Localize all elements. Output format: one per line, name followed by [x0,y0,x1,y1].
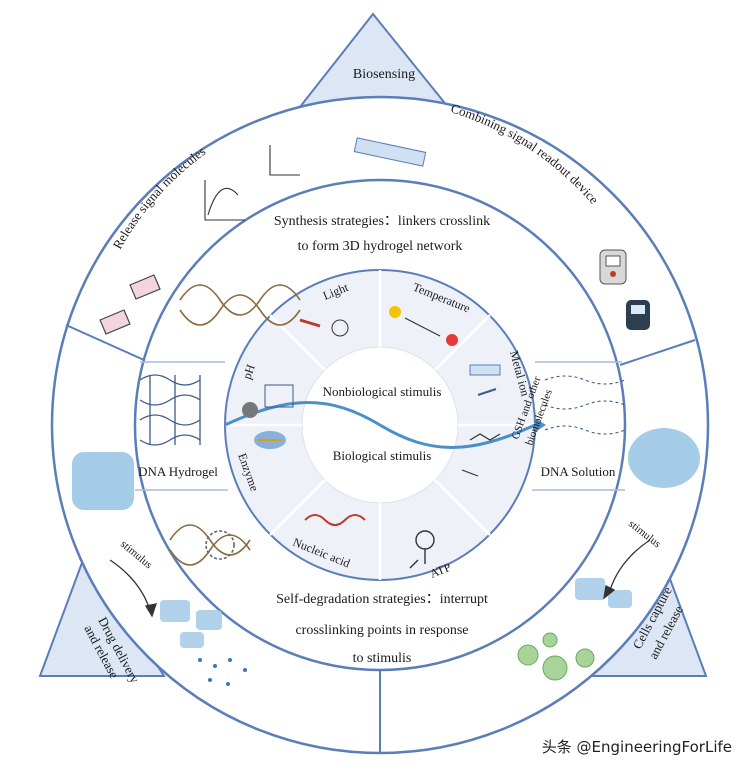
cell-fragments-icon [575,578,632,608]
degradation-line3: to stimulis [353,651,412,666]
center-label-nonbiological: Nonbiological stimulis [323,384,442,399]
inner-spokes [225,270,535,580]
stimulus-arrow-left [109,559,157,618]
hydrogel-blob-right-icon [628,428,700,488]
center-wave-arrow [224,401,536,449]
dna-solution-icon [544,375,626,435]
temperature-icon [389,306,458,346]
ph-icon [242,384,294,418]
light-icon [299,318,349,337]
divider-outer-right [619,339,696,366]
dna-helix-top-icon [179,284,301,326]
corner-label-top: Biosensing [353,67,415,82]
atp-icon [409,530,435,569]
hydrogel-blob-left-icon [72,452,134,510]
label-dna-solution: DNA Solution [541,464,616,479]
metal-ion-icon [469,364,501,396]
drug-dots-icon [198,658,247,686]
graph-icon [204,145,300,221]
test-strip-icon [353,137,427,167]
cells-icon [517,632,595,681]
gsh-icon [461,433,501,477]
label-dna-hydrogel: DNA Hydrogel [138,464,218,479]
degradation-line1: Self-degradation strategies：interrupt [276,592,488,607]
center-label-biological: Biological stimulis [333,448,432,463]
tube-icon [99,274,161,335]
dna-helix-bottom-icon [169,524,251,566]
segment-ph: pH [240,362,258,381]
synthesis-line1: Synthesis strategies：linkers crosslink [274,214,490,229]
glucometer-icon [599,249,650,330]
hydrogel-network-icon [139,374,201,446]
nucleic-acid-icon [304,514,366,526]
enzyme-icon [254,431,286,449]
watermark: 头条 @EngineeringForLife [542,738,732,756]
degradation-line2: crosslinking points in response [295,623,468,638]
released-fragments-icon [160,600,222,648]
divider-outer-left [65,324,145,361]
synthesis-line2: to form 3D hydrogel network [298,239,463,254]
wave-arrowhead [535,418,546,432]
stimulus-arrow-right [603,539,651,600]
